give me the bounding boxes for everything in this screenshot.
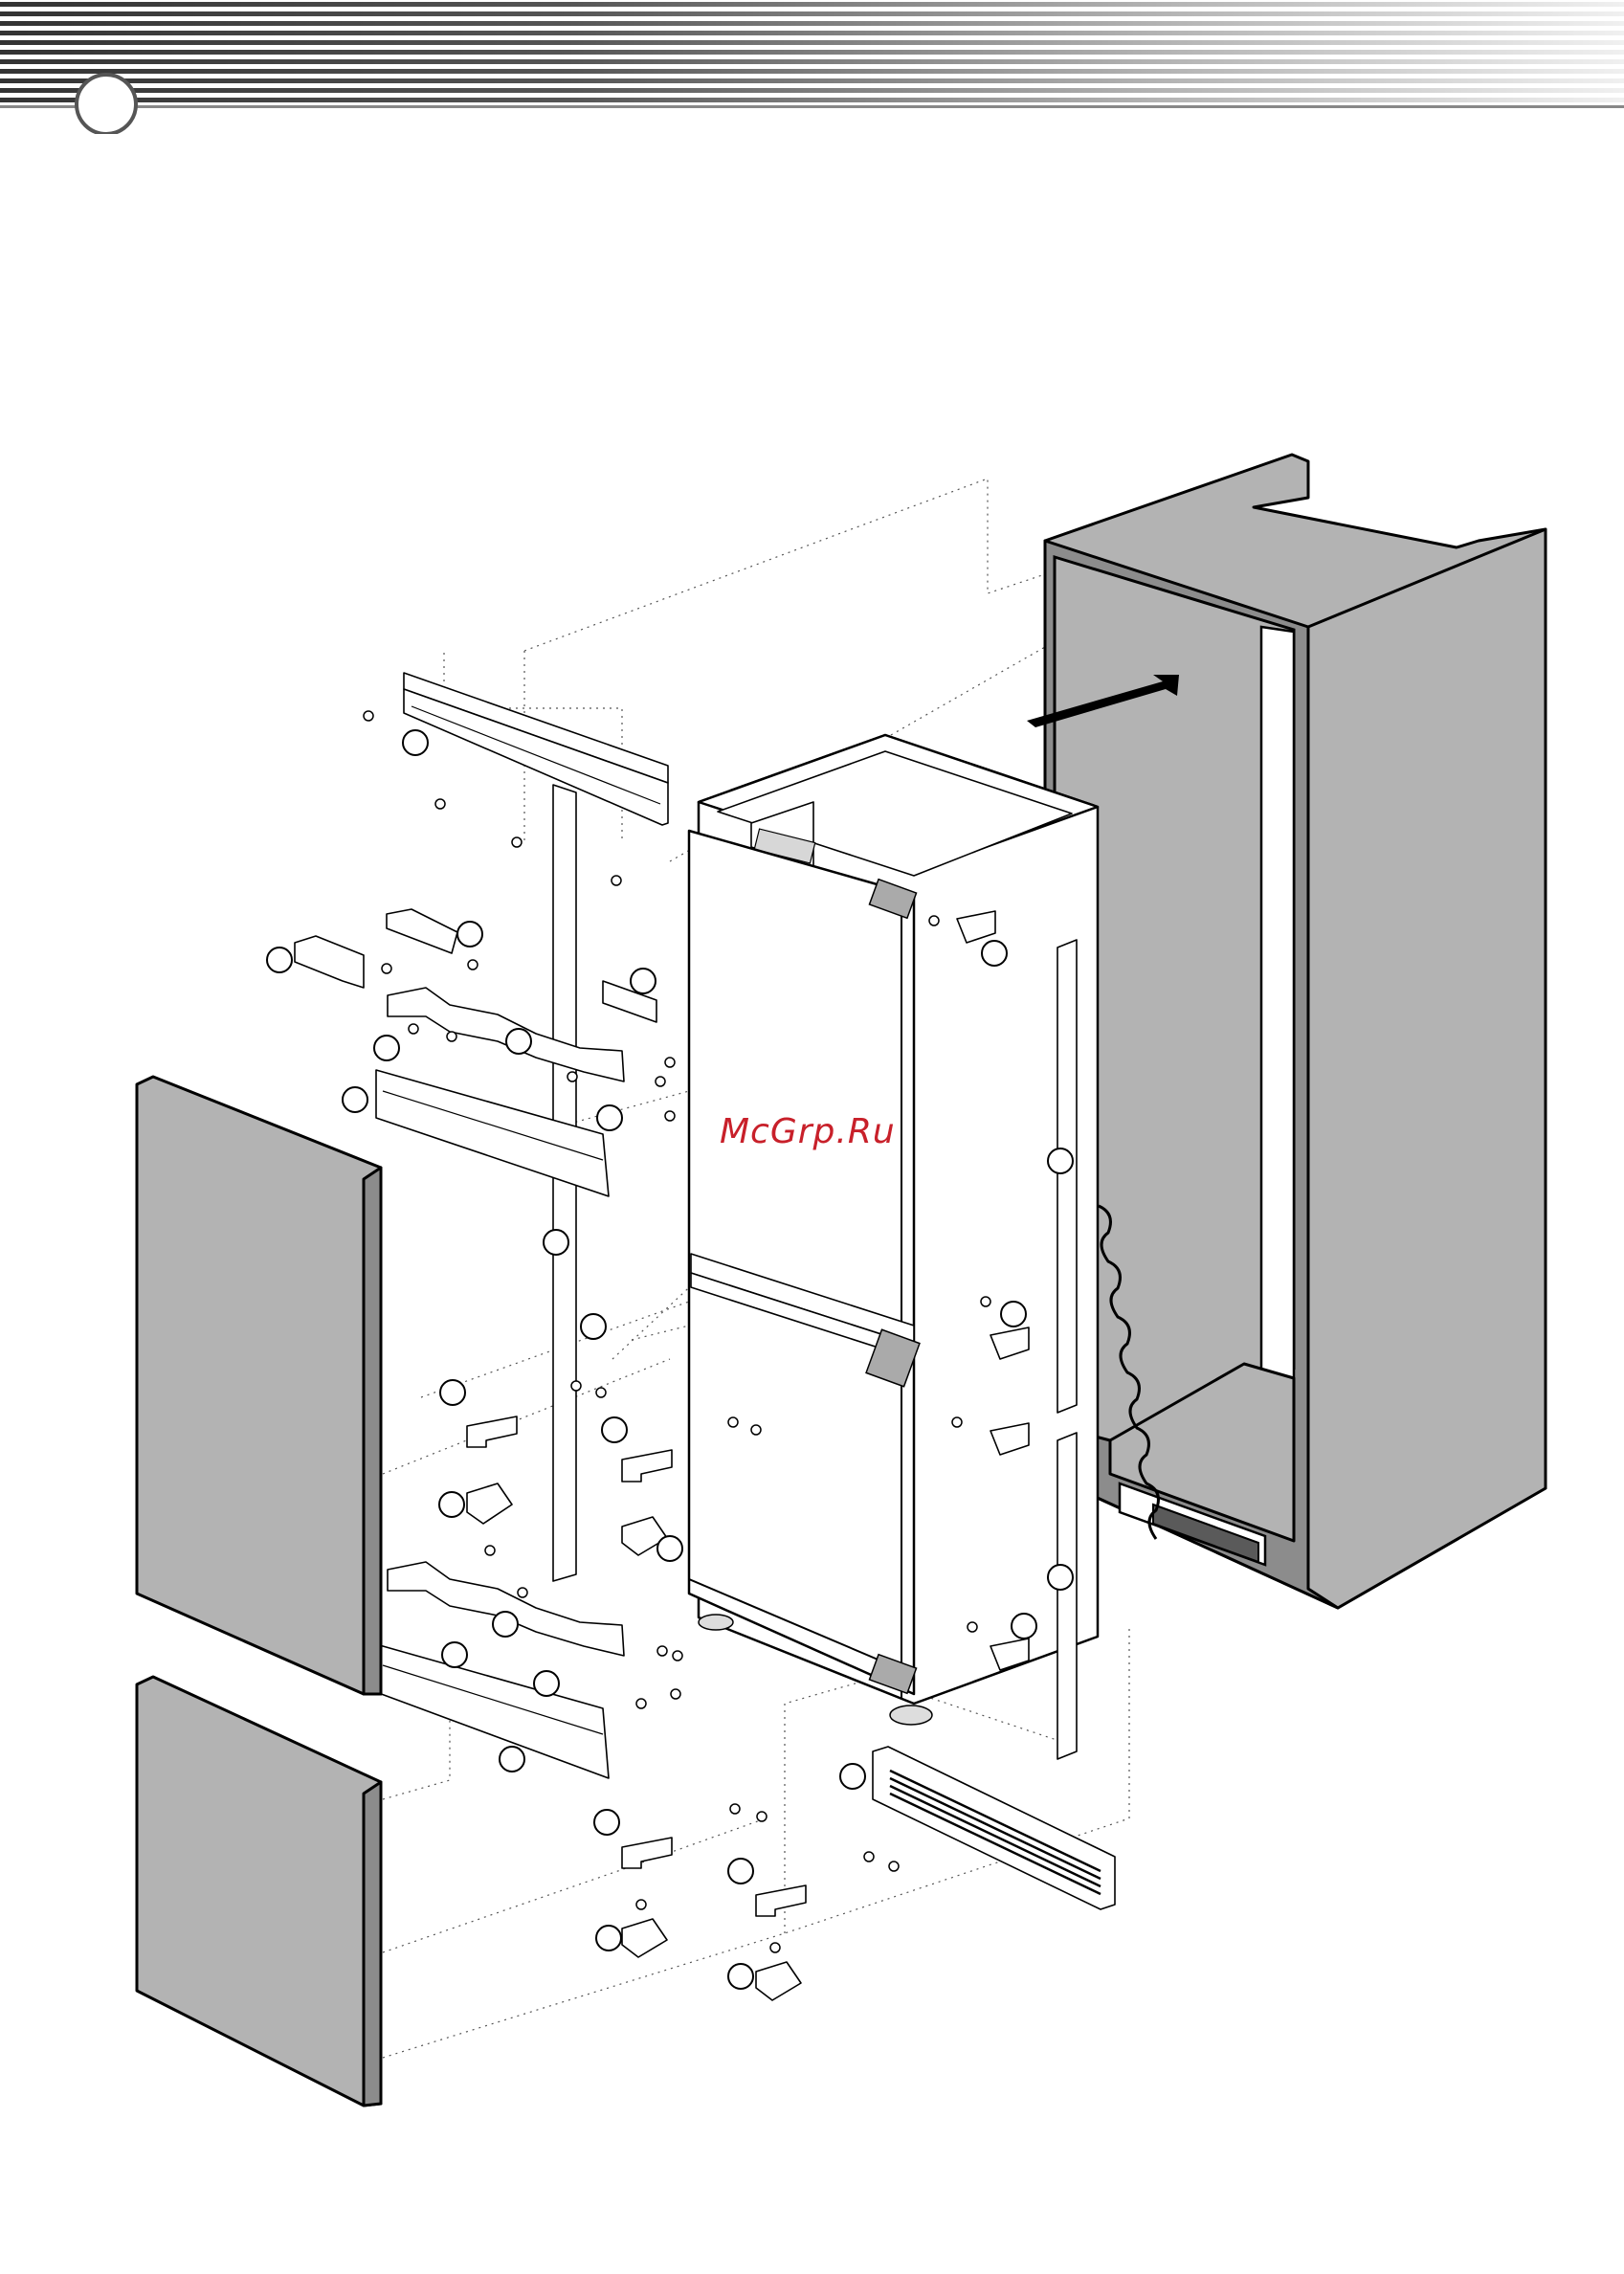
watermark-text: McGrp.Ru xyxy=(720,1112,896,1151)
lower-door-rail xyxy=(376,1562,624,1778)
front-foot xyxy=(699,1615,733,1630)
callout-marker xyxy=(840,1764,865,1789)
lower-door-panel xyxy=(137,1677,381,2106)
refrigerator-body xyxy=(689,735,1158,1725)
callout-marker xyxy=(506,1029,531,1054)
callout-marker xyxy=(631,969,656,993)
callout-marker xyxy=(728,1964,753,1989)
callout-marker xyxy=(457,922,482,947)
callout-marker xyxy=(544,1230,568,1255)
lower-seal-strip xyxy=(1057,1433,1077,1759)
callout-marker xyxy=(403,730,428,755)
callout-marker xyxy=(594,1810,619,1835)
ventilation-grille xyxy=(873,1747,1115,1909)
upper-door-rail xyxy=(376,988,624,1196)
upper-seal-strip xyxy=(1057,940,1077,1413)
angle-bracket xyxy=(295,936,364,988)
callout-marker xyxy=(267,948,292,972)
callout-marker xyxy=(982,941,1007,966)
callout-marker xyxy=(1048,1565,1073,1590)
callout-marker xyxy=(597,1105,622,1130)
callout-marker xyxy=(440,1380,465,1405)
callout-marker xyxy=(534,1671,559,1696)
callout-marker xyxy=(343,1087,367,1112)
callout-marker xyxy=(1048,1148,1073,1173)
callout-marker xyxy=(728,1859,753,1884)
callout-marker xyxy=(439,1492,464,1517)
callout-marker xyxy=(442,1642,467,1667)
rear-foot xyxy=(890,1706,932,1725)
callout-marker xyxy=(493,1612,518,1637)
upper-door-panel xyxy=(137,1077,381,1694)
callout-marker xyxy=(581,1314,606,1339)
callout-marker xyxy=(596,1926,621,1951)
top-clip xyxy=(387,909,457,953)
callout-marker xyxy=(1012,1614,1036,1639)
callout-marker xyxy=(500,1747,524,1772)
callout-marker xyxy=(657,1536,682,1561)
callout-marker xyxy=(602,1417,627,1442)
kitchen-cabinet xyxy=(1045,455,1546,1608)
callout-marker xyxy=(374,1036,399,1060)
callout-marker xyxy=(1001,1302,1026,1326)
